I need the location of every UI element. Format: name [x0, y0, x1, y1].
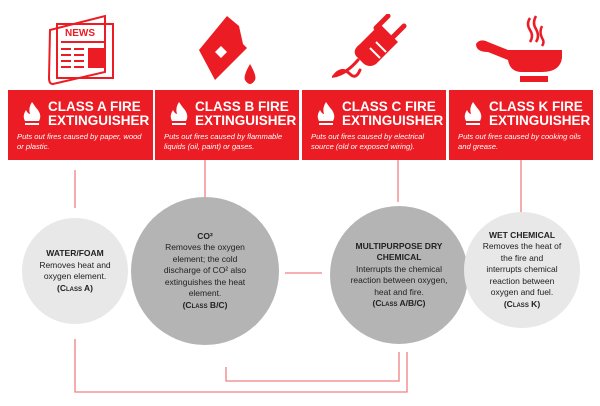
circle-dry-chemical: MULTIPURPOSE DRY CHEMICAL Interrupts the… — [330, 206, 468, 344]
panel-description: Puts out fires caused by electrical sour… — [311, 132, 425, 151]
panel-class-a: CLASS A FIRE EXTINGUISHER Puts out fires… — [8, 90, 153, 160]
news-label: NEWS — [65, 28, 95, 39]
agent-name: MULTIPURPOSE DRY CHEMICAL — [355, 240, 443, 263]
circle-water-foam: WATER/FOAM Removes heat and oxygen eleme… — [22, 218, 128, 324]
panel-title: CLASS C FIRE EXTINGUISHER — [342, 99, 444, 128]
agent-class: (Class K) — [503, 298, 541, 309]
circle-wet-chemical: WET CHEMICAL Removes the heat of the fir… — [464, 212, 580, 328]
agent-name: CO² — [197, 230, 213, 241]
agent-description: Removes heat and oxygen element. — [39, 259, 111, 282]
electric-plug-icon — [332, 14, 407, 78]
frying-pan-icon — [476, 15, 562, 82]
panel-description: Puts out fires caused by cooking oils an… — [458, 132, 581, 151]
agent-name: WATER/FOAM — [46, 248, 104, 258]
panel-title: CLASS A FIRE EXTINGUISHER — [48, 99, 150, 128]
agent-description: Removes the heat of the fire and interru… — [482, 241, 562, 298]
fire-icon — [317, 102, 335, 125]
newspaper-icon: NEWS — [47, 14, 114, 86]
agent-class: (Class A) — [57, 282, 93, 293]
panel-title: CLASS K FIRE EXTINGUISHER — [489, 99, 591, 128]
fire-icon — [170, 102, 188, 125]
connector-a-c-bottom — [74, 339, 408, 393]
panel-description: Puts out fires caused by flammable liqui… — [164, 132, 283, 151]
fire-icon — [23, 102, 41, 125]
connector-b-c-bottom — [225, 352, 400, 382]
panel-class-b: CLASS B FIRE EXTINGUISHER Puts out fires… — [155, 90, 299, 160]
agent-name: WET CHEMICAL — [488, 229, 556, 240]
panel-class-c: CLASS C FIRE EXTINGUISHER Puts out fires… — [302, 90, 446, 160]
panel-class-k: CLASS K FIRE EXTINGUISHER Puts out fires… — [449, 90, 593, 160]
agent-class: (Class A/B/C) — [372, 298, 426, 308]
agent-description: Interrupts the chemical reaction between… — [350, 263, 448, 297]
panel-title: CLASS B FIRE EXTINGUISHER — [195, 99, 297, 128]
circle-co2: CO² Removes the oxygen element; the cold… — [131, 197, 279, 345]
fuel-can-icon — [199, 16, 256, 84]
fire-icon — [464, 102, 482, 125]
panel-description: Puts out fires caused by paper, wood or … — [17, 132, 142, 151]
agent-description: Removes the oxygen element; the cold dis… — [163, 242, 247, 299]
agent-class: (Class B/C) — [182, 299, 228, 310]
